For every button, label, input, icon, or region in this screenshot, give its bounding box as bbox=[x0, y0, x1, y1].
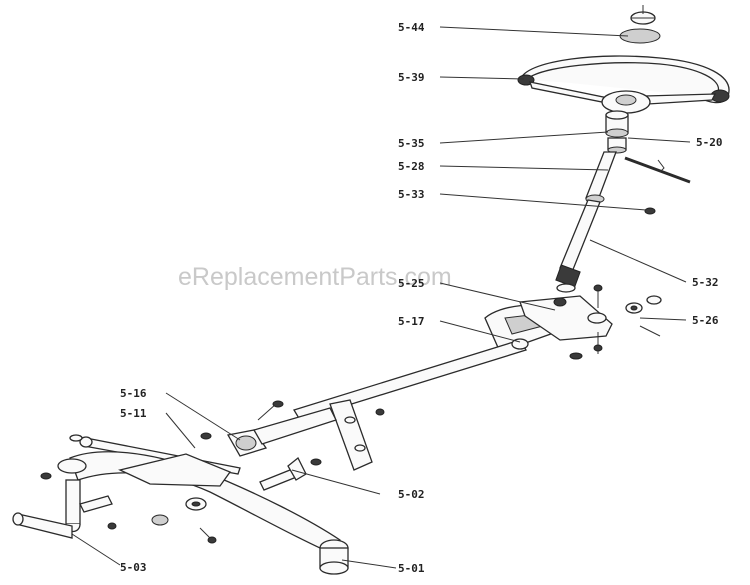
steering-arm bbox=[200, 400, 337, 466]
callout-5-32: 5-32 bbox=[692, 276, 719, 289]
wheel-cap bbox=[619, 5, 661, 44]
callout-5-35: 5-35 bbox=[398, 137, 425, 150]
callout-5-26: 5-26 bbox=[692, 314, 719, 327]
steering-wheel bbox=[517, 55, 730, 114]
callout-5-11: 5-11 bbox=[120, 407, 147, 420]
callout-5-16: 5-16 bbox=[120, 387, 147, 400]
front-axle bbox=[40, 451, 349, 575]
callout-labels: 5-44 5-39 5-35 5-20 5-28 5-33 5-32 5-25 … bbox=[120, 21, 723, 575]
callout-5-44: 5-44 bbox=[398, 21, 425, 34]
steering-column bbox=[555, 151, 617, 293]
leader-lines bbox=[71, 26, 691, 569]
mount-bracket bbox=[329, 399, 385, 471]
callout-5-01: 5-01 bbox=[398, 562, 425, 575]
callout-5-39: 5-39 bbox=[398, 71, 425, 84]
spindle-shaft bbox=[259, 456, 307, 491]
upper-bushings bbox=[605, 110, 629, 154]
spindle bbox=[12, 479, 117, 539]
callout-5-20: 5-20 bbox=[696, 136, 723, 149]
callout-5-28: 5-28 bbox=[398, 160, 425, 173]
callout-5-03: 5-03 bbox=[120, 561, 147, 574]
washer-icon bbox=[644, 207, 656, 215]
roll-pin bbox=[624, 156, 691, 184]
callout-5-25: 5-25 bbox=[398, 277, 425, 290]
callout-5-33: 5-33 bbox=[398, 188, 425, 201]
callout-5-02: 5-02 bbox=[398, 488, 425, 501]
callout-5-17: 5-17 bbox=[398, 315, 425, 328]
watermark: eReplacementParts.com bbox=[178, 263, 452, 291]
